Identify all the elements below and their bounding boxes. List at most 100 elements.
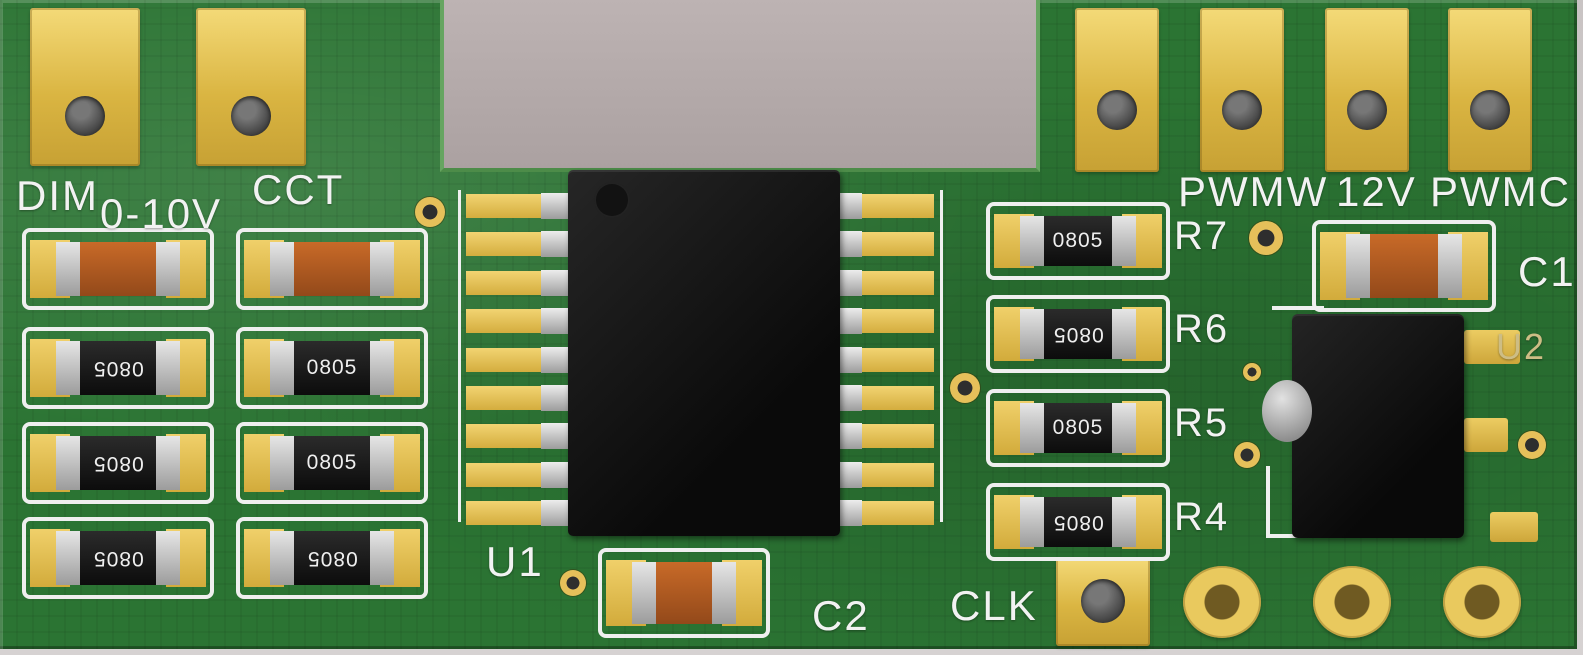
terminal-cap [368, 341, 394, 395]
pad-hole [1081, 579, 1125, 623]
label-r5: R5 [1174, 401, 1230, 445]
u2-pad [1490, 512, 1538, 542]
label-cct: CCT [252, 166, 345, 213]
resistor-0805: 0805 [22, 422, 214, 504]
component-body [1370, 234, 1438, 298]
label-0-10v: 0-10V [100, 190, 223, 237]
u2-silkscreen-line [1266, 466, 1270, 538]
terminal-cap [1110, 216, 1136, 266]
chip-marking: 0805 [306, 547, 358, 570]
u1-ic-body [568, 170, 840, 536]
component-body: 0805 [80, 436, 156, 490]
via [1243, 363, 1261, 381]
label-clk: CLK [950, 582, 1038, 629]
component-body: 0805 [80, 341, 156, 395]
u1-pin-pad-left [466, 232, 554, 256]
terminal-cap [1110, 309, 1136, 359]
u1-pin-pad-left [466, 501, 554, 525]
u2-silkscreen-line [1266, 534, 1318, 538]
capacitor-c2 [598, 548, 770, 638]
label-u1: U1 [486, 538, 544, 585]
u2-ic-body [1292, 314, 1464, 538]
terminal-cap [56, 242, 82, 296]
via [950, 373, 980, 403]
pad-cct [196, 8, 306, 166]
capacitor-c1 [1312, 220, 1496, 312]
terminal-cap [270, 531, 296, 585]
component-body: 0805 [1044, 309, 1112, 359]
via [1518, 431, 1546, 459]
label-c2: C2 [812, 592, 870, 639]
resistor-0805: 0805 [236, 422, 428, 504]
u1-silkscreen-line [940, 190, 943, 522]
u1-pin-pad-left [466, 386, 554, 410]
pad-hole [1222, 90, 1262, 130]
resistor-0805: 0805 [22, 517, 214, 599]
label-dim: DIM [16, 172, 99, 219]
terminal-cap [1020, 497, 1046, 547]
resistor-r4: 0805 [986, 483, 1170, 561]
terminal-cap [56, 531, 82, 585]
pad-hole [1097, 90, 1137, 130]
u1-pin-pad-left [466, 424, 554, 448]
resistor-0805: 0805 [22, 327, 214, 409]
pad-hole [231, 96, 271, 136]
pad-hole [1347, 90, 1387, 130]
resistor-r6: 0805 [986, 295, 1170, 373]
chip-marking: 0805 [92, 357, 144, 380]
component-body: 0805 [294, 436, 370, 490]
oval-pad [1443, 566, 1521, 638]
component-body: 0805 [80, 531, 156, 585]
terminal-cap [1020, 309, 1046, 359]
component-body [80, 242, 156, 296]
terminal-cap [1020, 216, 1046, 266]
chip-marking: 0805 [1052, 416, 1104, 439]
component-body: 0805 [1044, 216, 1112, 266]
u2-pad [1464, 330, 1520, 364]
terminal-cap [710, 562, 736, 624]
chip-marking: 0805 [306, 451, 358, 474]
terminal-cap [368, 242, 394, 296]
via [415, 197, 445, 227]
u1-silkscreen-line [458, 190, 461, 522]
chip-marking: 0805 [92, 547, 144, 570]
terminal-cap [1436, 234, 1462, 298]
pad-hole [65, 96, 105, 136]
terminal-cap [368, 436, 394, 490]
component-body: 0805 [294, 531, 370, 585]
resistor-0805: 0805 [236, 327, 428, 409]
component-body [294, 242, 370, 296]
terminal-cap [270, 341, 296, 395]
label-r7: R7 [1174, 214, 1230, 258]
component-body: 0805 [294, 341, 370, 395]
oval-pad [1313, 566, 1391, 638]
u1-pin-pad-left [466, 194, 554, 218]
pad-dim [30, 8, 140, 166]
component-body: 0805 [1044, 403, 1112, 453]
terminal-cap [154, 436, 180, 490]
capacitor-orange [236, 228, 428, 310]
via [560, 570, 586, 596]
component-body [656, 562, 712, 624]
via [1249, 221, 1283, 255]
pad-hole [1470, 90, 1510, 130]
label-pwmc: PWMC [1430, 168, 1571, 215]
u1-pin-pad-left [466, 309, 554, 333]
chip-marking: 0805 [306, 356, 358, 379]
terminal-cap [632, 562, 658, 624]
terminal-cap [154, 341, 180, 395]
resistor-r5: 0805 [986, 389, 1170, 467]
u2-pad [1464, 418, 1508, 452]
terminal-cap [1020, 403, 1046, 453]
board-edge-notch [440, 0, 1040, 172]
label-pwmw: PWMW [1178, 168, 1329, 215]
u1-pin-pad-left [466, 348, 554, 372]
u1-pin-pad-left [466, 463, 554, 487]
component-body: 0805 [1044, 497, 1112, 547]
chip-marking: 0805 [92, 452, 144, 475]
via [1234, 442, 1260, 468]
resistor-r7: 0805 [986, 202, 1170, 280]
oval-pad [1183, 566, 1261, 638]
capacitor-orange [22, 228, 214, 310]
